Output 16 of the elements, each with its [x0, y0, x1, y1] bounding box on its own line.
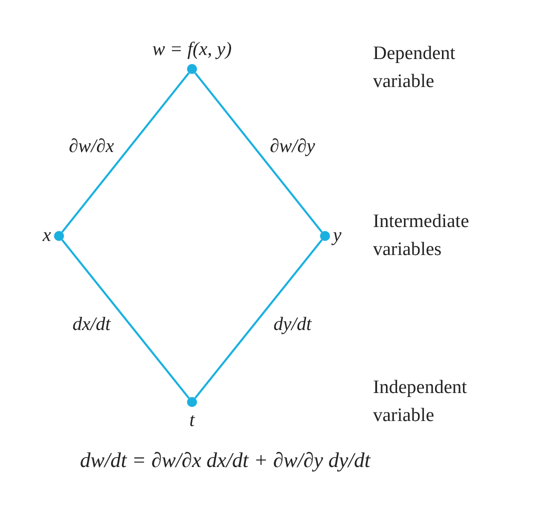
- level-label: Dependent variable: [373, 42, 456, 94]
- edge-label: ∂w/∂y: [270, 136, 316, 158]
- edge-label: dy/dt: [274, 314, 312, 336]
- variable-label: w = f(x, y): [152, 39, 232, 61]
- edge-label: ∂w/∂x: [68, 136, 114, 158]
- connector-line: [194, 239, 323, 399]
- variable-label: t: [189, 410, 195, 432]
- connector-line: [61, 72, 190, 233]
- connector-line: [61, 239, 190, 399]
- level-label: Independent variable: [373, 376, 468, 428]
- edge-label: dx/dt: [72, 314, 110, 336]
- level-label: Intermediate variables: [373, 210, 470, 262]
- connector-line: [194, 72, 323, 233]
- variable-label: x: [42, 225, 51, 247]
- chain-rule-formula: dw/dt = ∂w/∂x dx/dt + ∂w/∂y dy/dt: [80, 448, 370, 473]
- variable-label: y: [333, 225, 342, 247]
